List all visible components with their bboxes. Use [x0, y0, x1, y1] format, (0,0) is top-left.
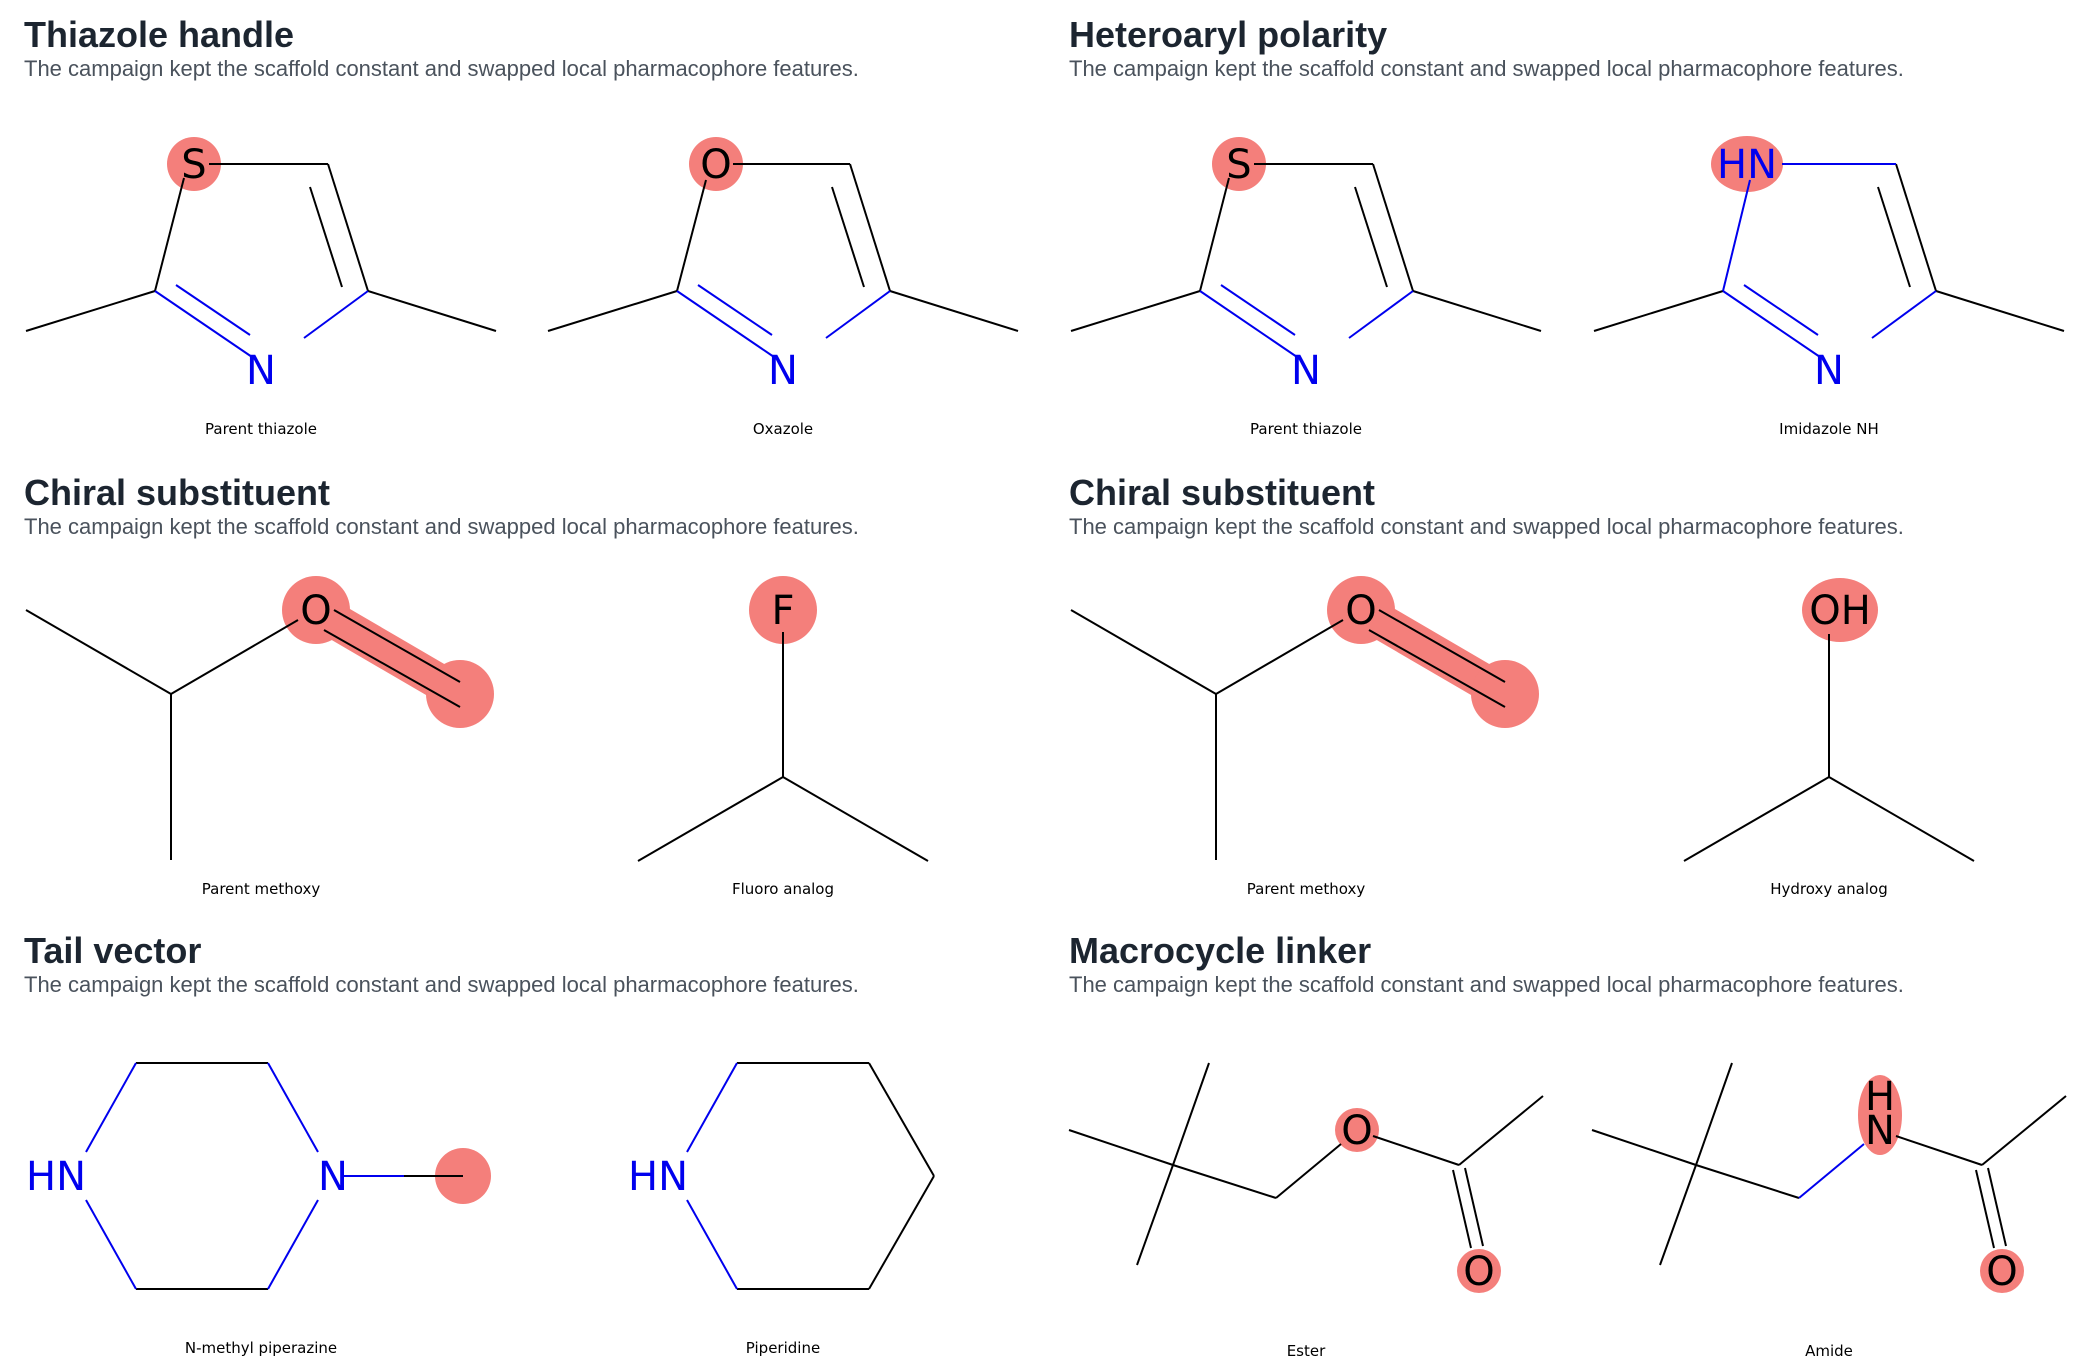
molecule-caption: Ester [1287, 1342, 1326, 1360]
molecule-caption: Parent thiazole [1250, 420, 1362, 438]
atom-highlight [1327, 576, 1395, 644]
atom-label-f: F [771, 588, 794, 634]
atom-highlight [426, 660, 494, 728]
panel-title: Tail vector [24, 930, 202, 971]
molecule-parent-thiazole: S N Parent thiazole [25, 137, 497, 438]
panel-subtitle: The campaign kept the scaffold constant … [1069, 514, 1904, 539]
panel-subtitle: The campaign kept the scaffold constant … [24, 514, 859, 539]
atom-highlight [749, 576, 817, 644]
molecule-ester: O O Ester [1068, 1062, 1544, 1360]
molecule-fluoro-analog: F Fluoro analog [637, 576, 929, 898]
atom-label-n: N [246, 348, 276, 394]
molecule-hydroxy-analog: OH Hydroxy analog [1683, 578, 1975, 898]
panel-title: Heteroaryl polarity [1069, 14, 1388, 55]
molecule-caption: Imidazole NH [1779, 420, 1879, 438]
molecule-parent-thiazole: S N Parent thiazole [1070, 137, 1542, 438]
atom-label-n: N [318, 1154, 348, 1200]
atom-highlight [1980, 1249, 2024, 1293]
molecule-caption: Oxazole [753, 420, 813, 438]
molecule-caption: Parent methoxy [1247, 880, 1366, 898]
atom-label-o: O [700, 142, 731, 188]
atom-highlight [282, 576, 350, 644]
atom-label-n: N [1814, 348, 1844, 394]
panel-subtitle: The campaign kept the scaffold constant … [1069, 56, 1904, 81]
atom-highlight [167, 137, 221, 191]
panel-title: Macrocycle linker [1069, 930, 1372, 971]
atom-label-n: N [768, 348, 798, 394]
atom-highlight [1212, 137, 1266, 191]
atom-label-o2: O [1463, 1249, 1494, 1295]
atom-label-n: N [1291, 348, 1321, 394]
atom-label-oh: OH [1809, 588, 1871, 634]
molecule-piperidine: HN Piperidine [628, 1062, 935, 1357]
atom-highlight [1858, 1075, 1902, 1155]
atom-label-s: S [1226, 142, 1251, 188]
molecule-caption: Piperidine [746, 1339, 820, 1357]
panel-title: Chiral substituent [1069, 472, 1376, 513]
panel-title: Chiral substituent [24, 472, 331, 513]
molecule-n-methyl-piperazine: HN N N-methyl piperazine [26, 1062, 491, 1357]
atom-highlight [1471, 660, 1539, 728]
panel-title: Thiazole handle [24, 14, 295, 55]
molecule-imidazole-nh: HN N Imidazole NH [1593, 136, 2065, 438]
panel-subtitle: The campaign kept the scaffold constant … [24, 972, 859, 997]
molecule-caption: Hydroxy analog [1770, 880, 1888, 898]
molecule-caption: Fluoro analog [732, 880, 834, 898]
atom-label-n: N [1865, 1108, 1895, 1154]
atom-label-o: O [1986, 1249, 2017, 1295]
atom-highlight [1802, 578, 1878, 642]
molecule-caption: N-methyl piperazine [185, 1339, 337, 1357]
atom-highlight [1457, 1249, 1501, 1293]
molecule-caption: Parent thiazole [205, 420, 317, 438]
molecule-oxazole: O N Oxazole [547, 137, 1019, 438]
atom-label-s: S [181, 142, 206, 188]
panel-subtitle: The campaign kept the scaffold constant … [1069, 972, 1904, 997]
molecule-amide: H N O Amide [1591, 1062, 2067, 1360]
molecule-caption: Parent methoxy [202, 880, 321, 898]
atom-highlight [689, 137, 743, 191]
atom-label-hn: HN [26, 1154, 86, 1200]
atom-highlight [1335, 1108, 1379, 1152]
atom-label-h: H [1865, 1074, 1895, 1120]
molecule-parent-methoxy: O Parent methoxy [1070, 576, 1539, 898]
atom-label-o: O [300, 588, 331, 634]
atom-label-hn: HN [1717, 142, 1777, 188]
molecule-caption: Amide [1805, 1342, 1853, 1360]
atom-highlight [1711, 136, 1783, 192]
panel-subtitle: The campaign kept the scaffold constant … [24, 56, 859, 81]
atom-label-o: O [1345, 588, 1376, 634]
atom-label-o1: O [1341, 1108, 1372, 1154]
molecule-parent-methoxy: O Parent methoxy [25, 576, 494, 898]
atom-label-hn: HN [628, 1154, 688, 1200]
